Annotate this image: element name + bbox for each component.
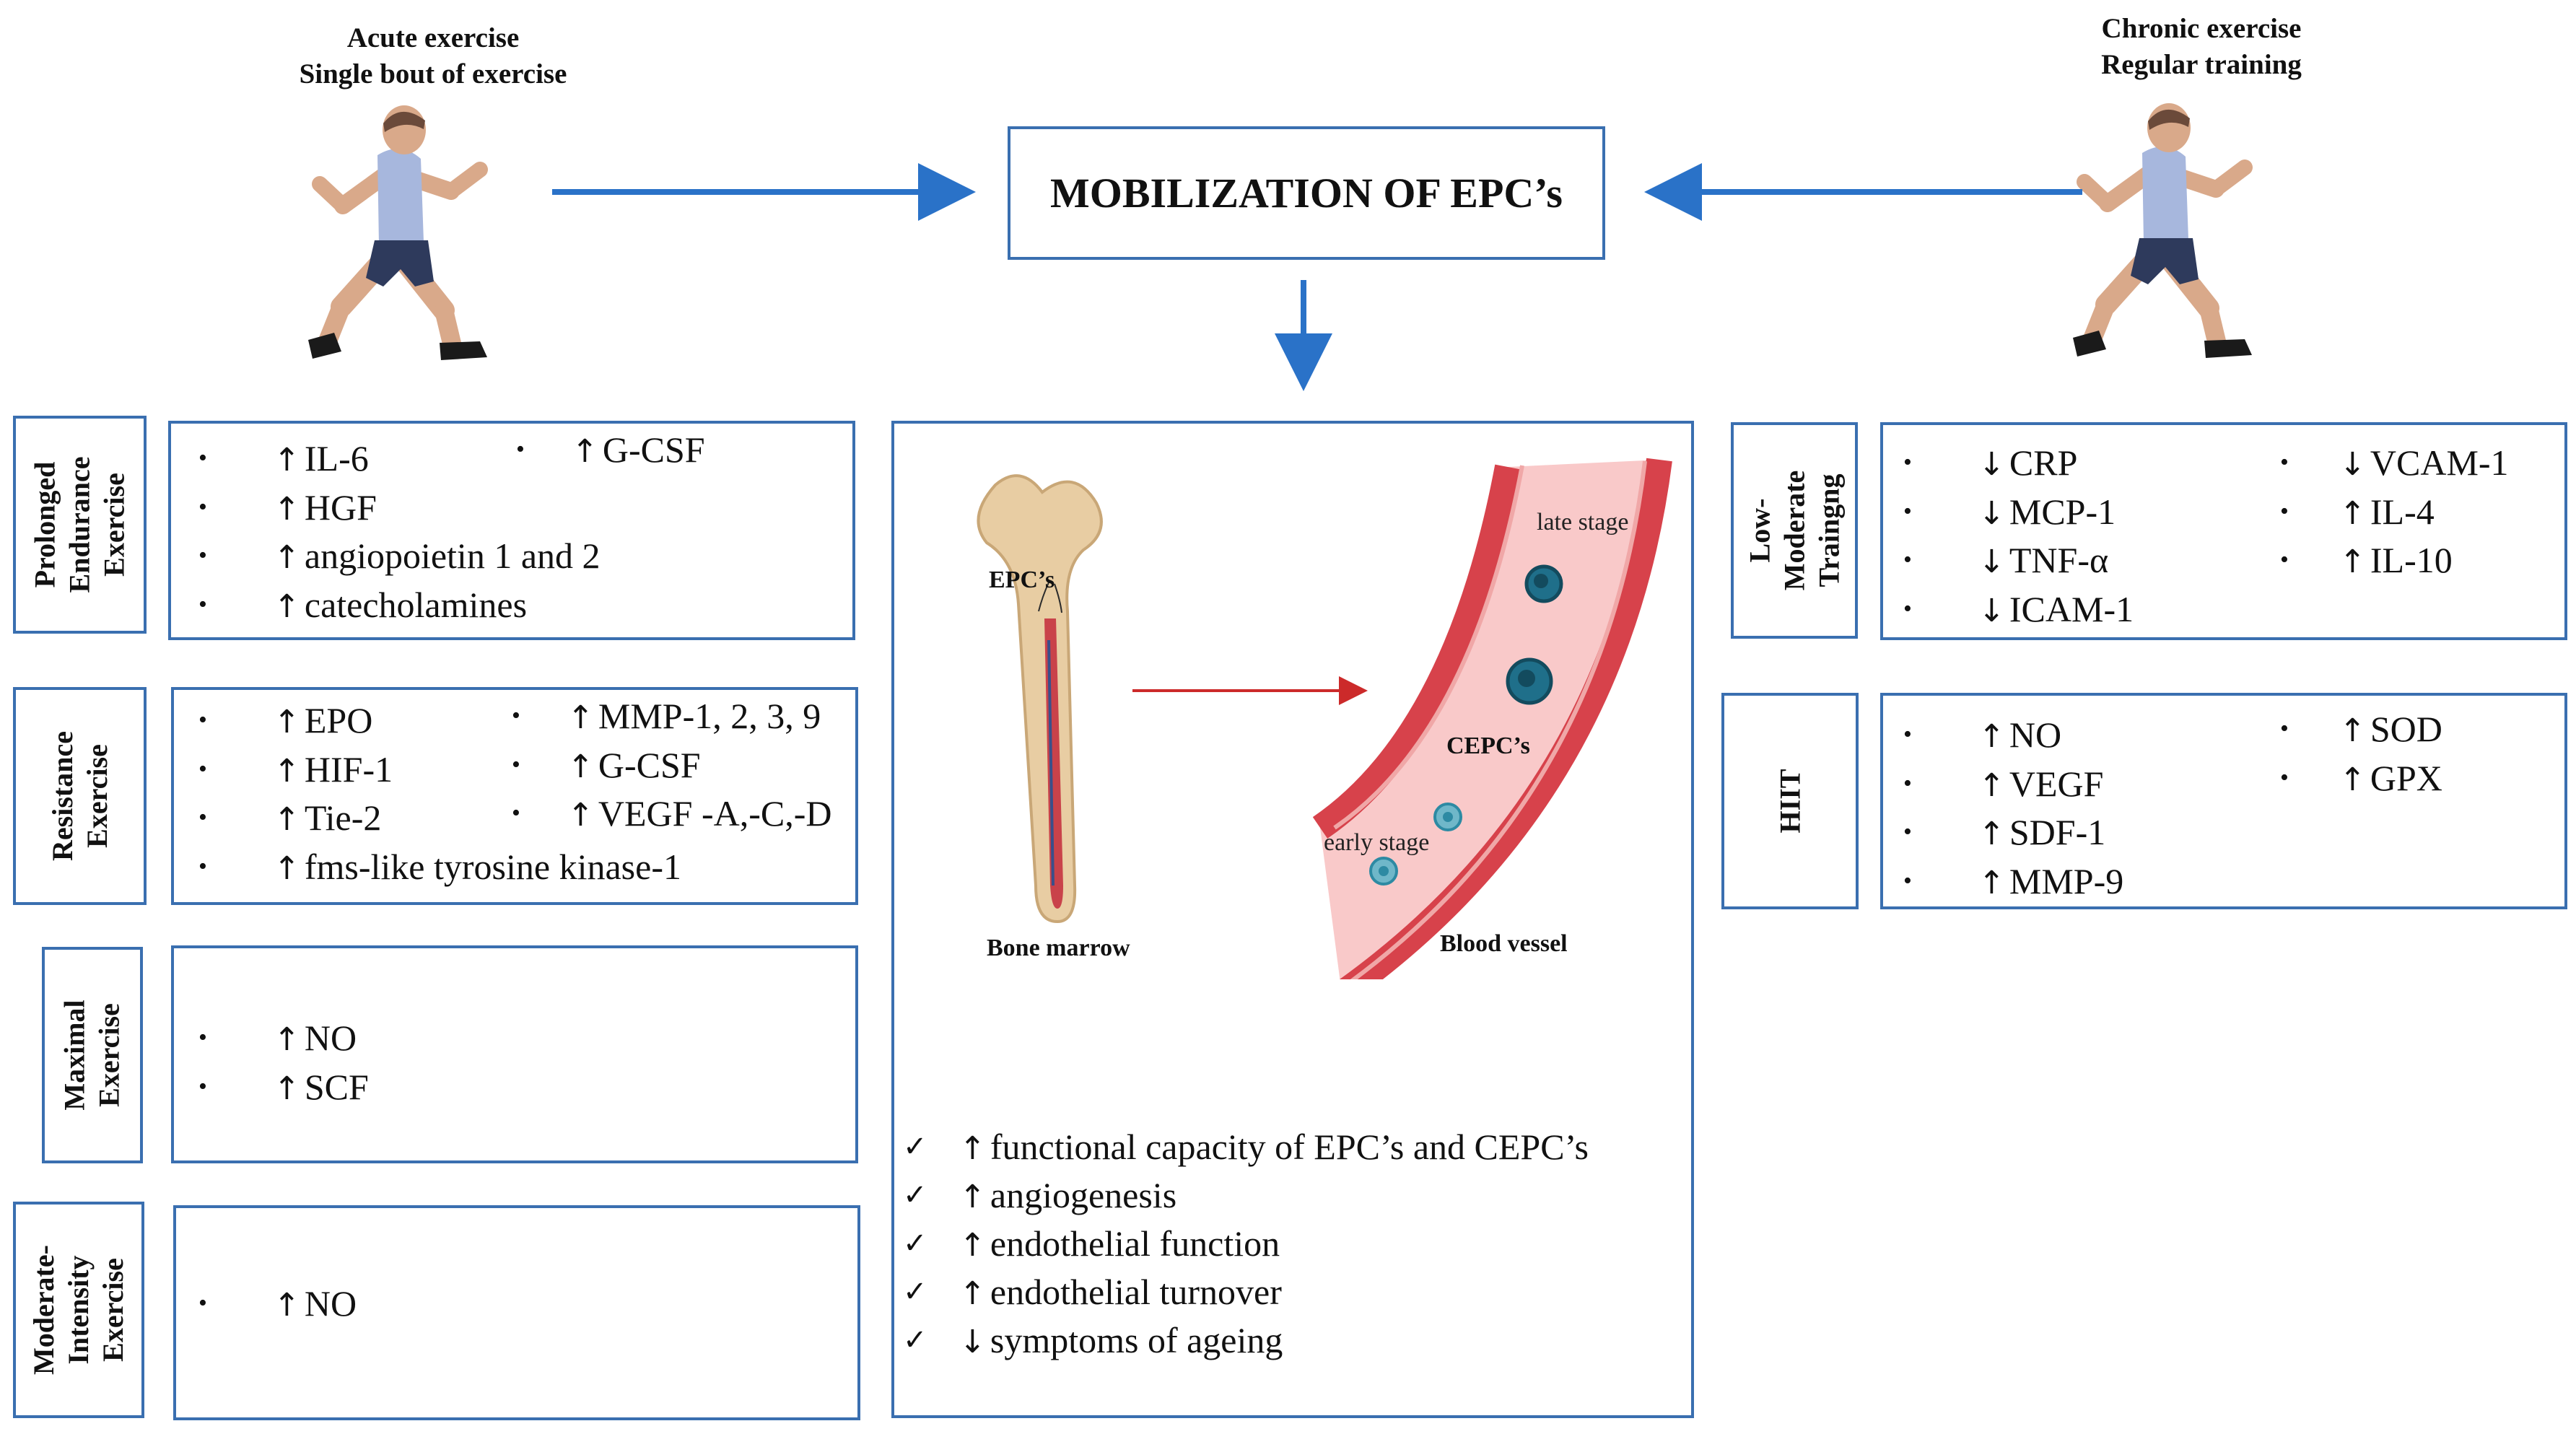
panel-prolonged-endurance: ↑IL-6 ↑HGF ↑angiopoietin 1 and 2 ↑catech… <box>168 421 855 640</box>
list-item: ↑SDF-1 <box>1898 809 2123 858</box>
list-item: ↑NO <box>193 1015 369 1064</box>
panel-resistance: ↑EPO ↑HIF-1 ↑Tie-2 ↑fms-like tyrosine ki… <box>171 687 858 905</box>
epc-bone-label: EPC’s <box>989 567 1055 593</box>
list-item: ↑IL-6 <box>193 435 601 484</box>
list-item: ↑VEGF -A,-C,-D <box>506 790 831 839</box>
list-item: ↓VCAM-1 <box>2274 440 2509 489</box>
outcome-item: ↑endothelial function <box>903 1220 1589 1269</box>
panel-maximal: ↑NO ↑SCF <box>171 945 858 1163</box>
panel-moderate-intensity: ↑NO <box>173 1205 860 1420</box>
mobilization-title: MOBILIZATION OF EPC’s <box>1049 170 1563 217</box>
outcome-item: ↑endothelial turnover <box>903 1269 1589 1317</box>
list-item: ↑catecholamines <box>193 582 601 631</box>
list-item: ↑SOD <box>2274 706 2442 755</box>
bone-marrow-illustration <box>977 474 1103 924</box>
blood-vessel-illustration <box>1312 458 1672 979</box>
early-stage-label: early stage <box>1324 829 1430 856</box>
label-hiit: HIIT <box>1721 693 1859 909</box>
list-item: ↑NO <box>193 1280 357 1329</box>
runner-right-icon <box>2073 103 2253 358</box>
mobilization-box: MOBILIZATION OF EPC’s <box>1008 126 1605 260</box>
list-item: ↑MMP-1, 2, 3, 9 <box>506 693 831 742</box>
bone-marrow-caption: Bone marrow <box>987 935 1130 961</box>
list-item: ↑MMP-9 <box>1898 858 2123 907</box>
list-item: ↑IL-10 <box>2274 537 2509 586</box>
list-item: ↑IL-4 <box>2274 489 2509 538</box>
list-item: ↑NO <box>1898 712 2123 761</box>
blood-vessel-caption: Blood vessel <box>1440 930 1568 957</box>
header-acute: Acute exercise Single bout of exercise <box>299 22 567 89</box>
runner-left-icon <box>308 105 488 360</box>
list-item: ↑angiopoietin 1 and 2 <box>193 533 601 582</box>
cepc-label: CEPC’s <box>1446 733 1530 759</box>
bone-vessel-illustration <box>977 458 1672 979</box>
list-item: ↑Tie-2 <box>193 795 681 844</box>
list-item: ↓MCP-1 <box>1898 489 2134 538</box>
list-item: ↓TNF-α <box>1898 537 2134 586</box>
list-item: ↑G-CSF <box>510 427 705 476</box>
outcome-item: ↑angiogenesis <box>903 1172 1589 1220</box>
late-stage-label: late stage <box>1537 509 1629 535</box>
list-item: ↑SCF <box>193 1064 369 1113</box>
connector-arrows <box>552 163 2082 391</box>
list-item: ↑VEGF <box>1898 761 2123 810</box>
list-item: ↑GPX <box>2274 755 2442 804</box>
outcome-item: ↑functional capacity of EPC’s and CEPC’s <box>903 1124 1589 1172</box>
list-item: ↑HIF-1 <box>193 746 681 795</box>
panel-low-moderate-training: ↓CRP ↓MCP-1 ↓TNF-α ↓ICAM-1 ↓VCAM-1 ↑IL-4… <box>1880 422 2567 640</box>
outcome-item: ↓symptoms of ageing <box>903 1317 1589 1365</box>
outcome-list: ↑functional capacity of EPC’s and CEPC’s… <box>903 1124 1589 1365</box>
list-item: ↓ICAM-1 <box>1898 586 2134 635</box>
header-chronic: Chronic exercise Regular training <box>2101 13 2302 80</box>
list-item: ↑fms-like tyrosine kinase-1 <box>193 844 681 893</box>
list-item: ↓CRP <box>1898 440 2134 489</box>
list-item: ↑G-CSF <box>506 742 831 791</box>
list-item: ↑EPO <box>193 697 681 746</box>
list-item: ↑HGF <box>193 484 601 533</box>
panel-epc-mobilization: EPC’s Bone marrow late stage CEPC’s earl… <box>891 421 1694 1418</box>
panel-hiit: ↑NO ↑VEGF ↑SDF-1 ↑MMP-9 ↑SOD ↑GPX <box>1880 693 2567 909</box>
